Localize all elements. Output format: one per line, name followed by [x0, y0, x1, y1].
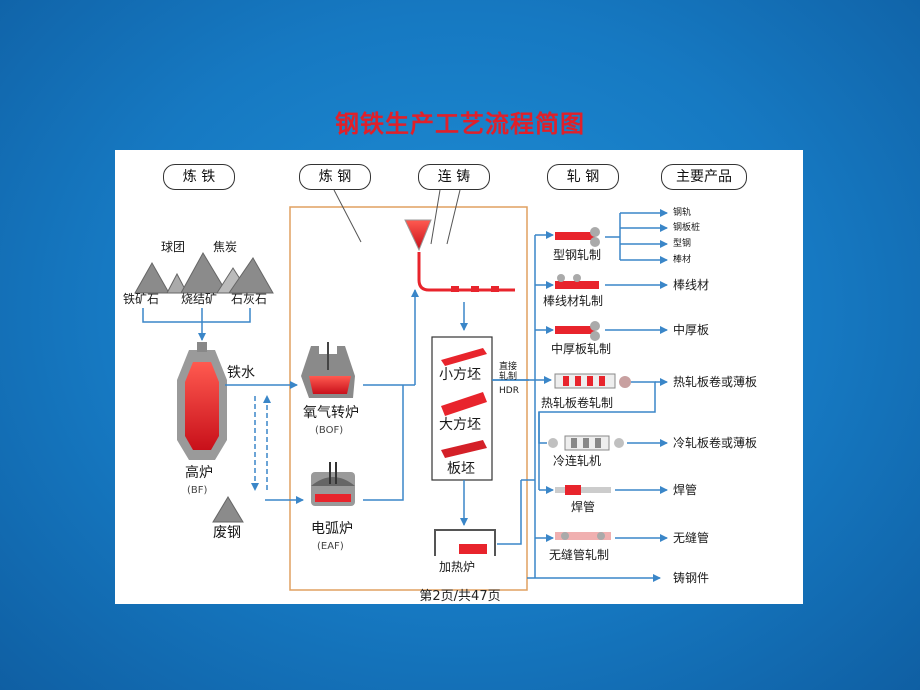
product-cold-coil: 冷轧板卷或薄板 [673, 436, 758, 450]
callout-line [446, 189, 461, 245]
label-blast-furnace-abbr: (BF) [187, 485, 208, 496]
section-mill-graphic [555, 227, 600, 247]
label-molten-iron: 铁水 [227, 365, 255, 381]
scrap-pile-graphic [212, 496, 244, 523]
label-rolling-cold-mill: 冷连轧机 [553, 454, 602, 468]
product-section: 型钢 [673, 239, 692, 249]
label-eaf-abbr: (EAF) [317, 541, 344, 552]
label-blast-furnace: 高炉 [185, 465, 213, 481]
product-hot-coil: 热轧板卷或薄板 [673, 375, 758, 389]
header-rolling: 轧 钢 [547, 164, 619, 190]
product-plate: 中厚板 [673, 323, 710, 337]
label-rolling-hot-strip: 热轧板卷轧制 [541, 396, 614, 410]
label-rolling-plate: 中厚板轧制 [551, 342, 612, 356]
header-continuous-casting: 连 铸 [418, 164, 490, 190]
bof-graphic [301, 342, 355, 398]
seamless-pipe-mill-graphic [555, 532, 611, 540]
label-eaf: 电弧炉 [311, 521, 353, 537]
header-ironmaking: 炼 铁 [163, 164, 235, 190]
label-direct-rolling: 直接轧制 [499, 362, 518, 382]
product-rail: 钢轨 [673, 208, 692, 218]
label-limestone: 石灰石 [231, 292, 268, 306]
callout-line [430, 189, 441, 245]
label-hdr: HDR [499, 386, 519, 396]
callout-line [333, 189, 362, 243]
flow-diagram-graphics [134, 189, 668, 591]
eaf-graphic [311, 462, 355, 506]
label-reheating-furnace: 加热炉 [439, 560, 476, 574]
label-scrap: 废钢 [213, 525, 241, 541]
header-main-products: 主要产品 [661, 164, 747, 190]
semi-finished-box [431, 336, 493, 481]
cold-mill-graphic [548, 435, 624, 451]
label-iron-ore: 铁矿石 [123, 292, 160, 306]
product-casting: 铸钢件 [673, 571, 710, 585]
steelmaking-boundary [289, 206, 528, 591]
continuous-caster-graphic [404, 219, 515, 292]
plate-mill-graphic [555, 321, 600, 341]
hot-strip-mill-graphic [554, 373, 631, 389]
label-rolling-seamless-pipe: 无缝管轧制 [549, 548, 610, 562]
label-rolling-section: 型钢轧制 [553, 248, 602, 262]
label-pellets: 球团 [161, 240, 186, 254]
blast-furnace-graphic [177, 342, 227, 460]
label-billet: 小方坯 [439, 367, 481, 383]
reheating-furnace-graphic [434, 529, 496, 556]
diagram-title: 钢铁生产工艺流程简图 [335, 110, 585, 138]
label-coke: 焦炭 [213, 240, 238, 254]
label-bof: 氧气转炉 [303, 405, 359, 421]
label-rolling-welded-pipe: 焊管 [571, 500, 596, 514]
label-rolling-wire-rod: 棒线材轧制 [543, 294, 604, 308]
flow-diagram-panel: 炼 铁 炼 钢 连 铸 轧 钢 主要产品 球团 焦炭 铁矿石 烧结矿 石灰石 铁… [115, 150, 803, 604]
product-bar: 棒材 [673, 255, 692, 265]
welded-pipe-mill-graphic [555, 485, 611, 495]
header-steelmaking: 炼 钢 [299, 164, 371, 190]
product-wire-rod: 棒线材 [673, 278, 710, 292]
label-bloom: 大方坯 [439, 417, 481, 433]
billet-graphic [441, 348, 487, 366]
bloom-graphic [441, 392, 487, 416]
product-seamless-pipe: 无缝管 [673, 531, 710, 545]
product-welded-pipe: 焊管 [673, 483, 698, 497]
page-counter: 第2页/共47页 [419, 589, 501, 604]
label-slab: 板坯 [447, 461, 475, 477]
label-sinter: 烧结矿 [181, 292, 218, 306]
wire-rod-mill-graphic [555, 274, 599, 289]
raw-material-piles [134, 251, 274, 294]
label-bof-abbr: (BOF) [315, 425, 344, 436]
product-sheet-pile: 钢板桩 [673, 223, 701, 233]
slab-graphic [441, 440, 487, 458]
